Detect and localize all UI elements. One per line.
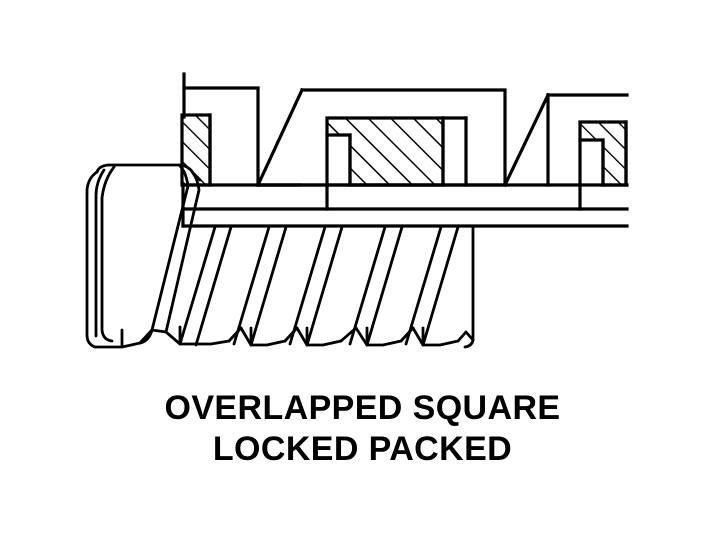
coil-bottom-chamfer-4 <box>339 326 358 343</box>
coil-bottom-seg-6 <box>411 326 460 347</box>
coil-strand-c1 <box>288 225 327 346</box>
coil-strand-d1 <box>348 225 387 346</box>
coil-strand-a1 <box>178 225 217 346</box>
coil-bottom-seg-3 <box>239 326 287 347</box>
coil-strand-b1 <box>232 225 271 346</box>
coil-strand-edge-1 <box>138 164 190 345</box>
coil-left-cap-outer <box>85 170 99 349</box>
coil-left-fold-1 <box>94 168 106 338</box>
axis-lines-group <box>181 183 629 228</box>
caption-line-1: OVERLAPPED SQUARE <box>164 389 561 427</box>
coil-bottom-chamfer-6 <box>456 330 468 343</box>
coil-bottom-chamfer-2 <box>227 326 243 343</box>
coil-left-fold-2 <box>100 165 116 343</box>
helical-coil-group <box>85 163 475 349</box>
coil-bottom-seg-5 <box>354 326 403 347</box>
figure-caption: OVERLAPPED SQUARE LOCKED PACKED <box>0 388 725 471</box>
coil-bottom-chamfer-1 <box>138 328 154 345</box>
coil-bottom-chamfer-3 <box>283 326 299 343</box>
outline-ramp-2 <box>502 92 551 188</box>
coil-strand-edge-2 <box>164 171 201 334</box>
coil-strand-e1 <box>404 225 443 346</box>
outline-ramp-1 <box>255 87 305 188</box>
coil-bottom-seg-7 <box>464 330 475 342</box>
coil-bottom-seg-4 <box>295 326 343 347</box>
coil-strand-c2 <box>305 225 344 347</box>
caption-line-2: LOCKED PACKED <box>212 430 513 469</box>
outline-shelf-1 <box>182 86 260 187</box>
coil-strand-a2 <box>194 225 233 347</box>
coil-strand-b2 <box>249 225 288 347</box>
coil-bottom-chamfer-5 <box>399 326 415 343</box>
coil-strand-d2 <box>365 225 404 347</box>
coil-strand-e2 <box>421 225 460 347</box>
